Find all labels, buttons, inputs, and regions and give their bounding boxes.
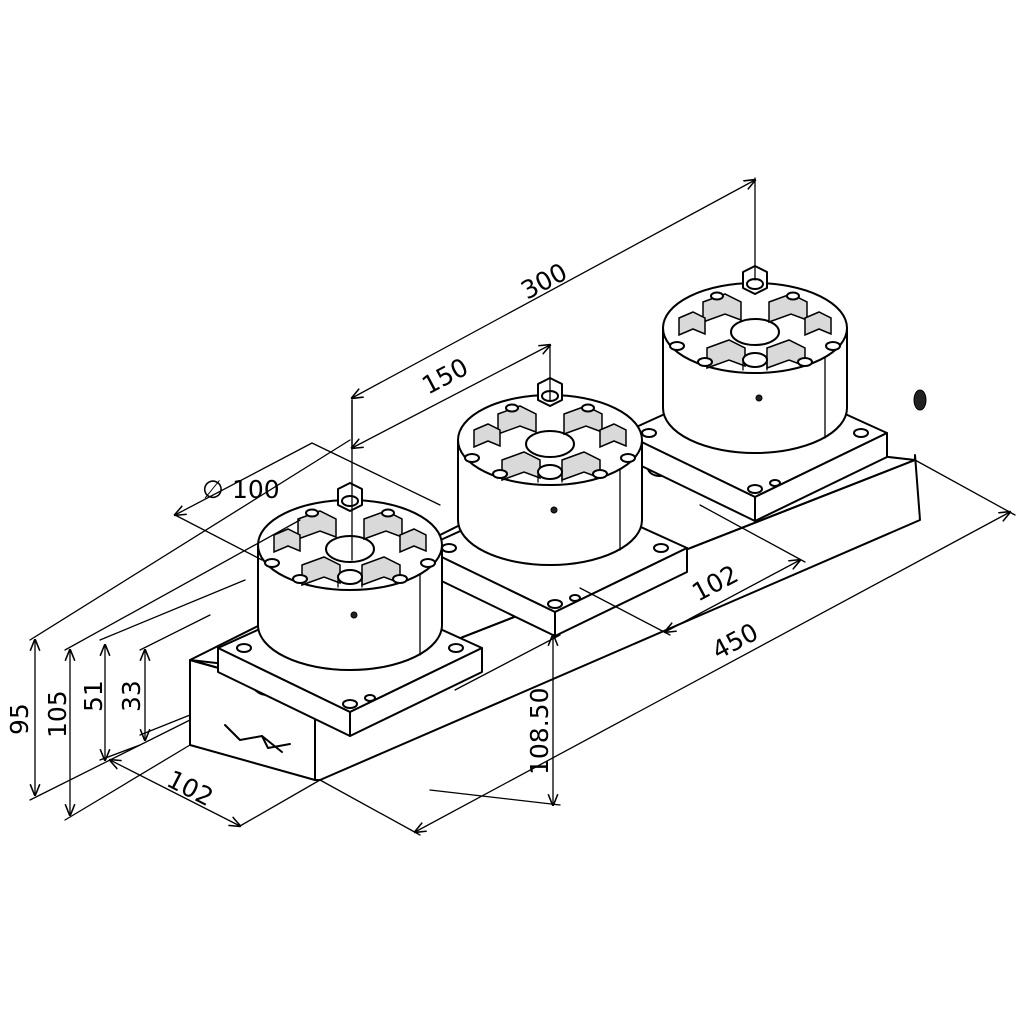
dim-102-front: 102 [162, 765, 218, 813]
dim-33: 33 [117, 680, 146, 712]
dim-105: 105 [43, 690, 72, 738]
dim-108-50: 108.50 [525, 688, 554, 775]
chuck-1 [257, 482, 443, 671]
diameter-symbol: ∅ [202, 475, 224, 504]
dim-diameter-100: ∅ 100 [202, 475, 280, 504]
dim-300: 300 [516, 257, 572, 305]
dim-150: 150 [417, 352, 473, 400]
chuck-3 [662, 265, 848, 454]
dim-450: 450 [707, 617, 763, 665]
diameter-value: 100 [232, 475, 280, 504]
dim-95: 95 [5, 703, 34, 735]
dimension-lines [29, 177, 1016, 836]
dim-51: 51 [79, 680, 108, 712]
chuck-2 [457, 377, 643, 566]
